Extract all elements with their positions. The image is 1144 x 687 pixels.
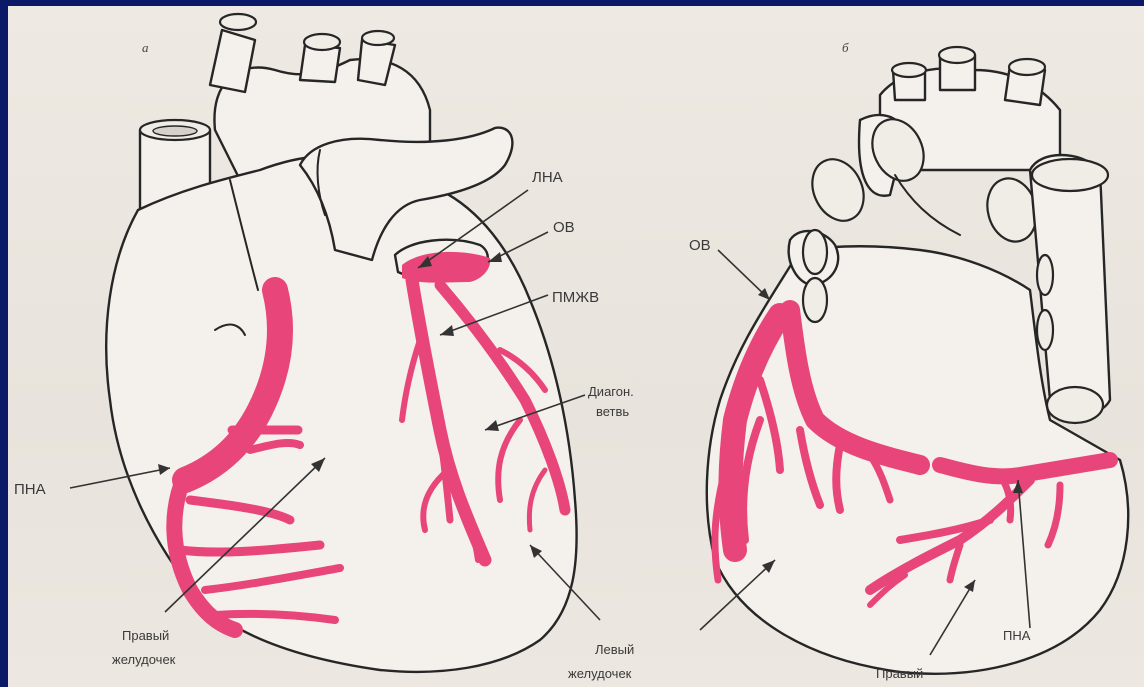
heart-posterior-view: [700, 47, 1128, 674]
label-right-ventricle-left-line2: желудочек: [112, 652, 176, 667]
heart-anterior-view: [70, 14, 600, 672]
label-pna-left: ПНА: [14, 481, 46, 498]
label-left-ventricle-line2: желудочек: [568, 666, 632, 681]
branch-2-opening: [304, 34, 340, 50]
label-ov-left: ОВ: [553, 219, 575, 236]
label-diagon-line2: ветвь: [596, 404, 629, 419]
label-right-ventricle-left-line1: Правый: [122, 628, 169, 643]
label-pna-right: ПНА: [1003, 628, 1031, 643]
label-ov-right: ОВ: [689, 237, 711, 254]
label-diagon-line1: Диагон.: [588, 384, 634, 399]
label-left-ventricle-line1: Левый: [595, 642, 634, 657]
panel-label-a: а: [142, 40, 149, 55]
label-lna: ЛНА: [532, 169, 563, 186]
branch-3-opening: [362, 31, 394, 45]
branch-1-opening: [220, 14, 256, 30]
label-pmzhv: ПМЖВ: [552, 289, 599, 306]
label-right-ventricle-right-line1: Правый: [876, 666, 923, 681]
panel-label-b: б: [842, 40, 849, 55]
